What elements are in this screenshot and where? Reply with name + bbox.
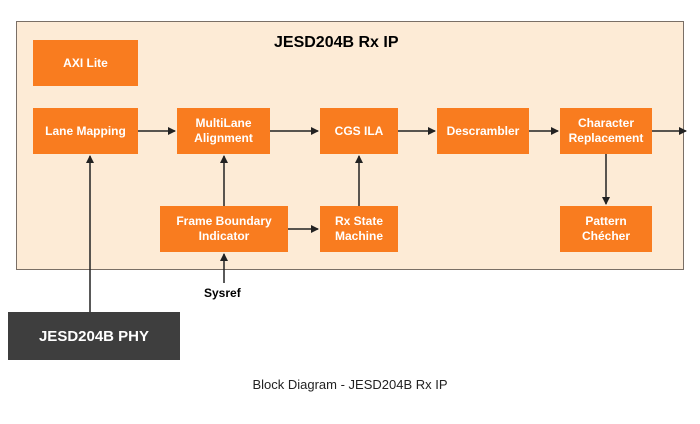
block-cgs-ila-label: CGS ILA xyxy=(334,123,384,138)
block-pattern-checher-line2: Chécher xyxy=(581,229,631,243)
block-pattern-checher: Pattern Chécher xyxy=(560,206,652,252)
block-rx-state-machine-line2: Machine xyxy=(334,229,383,243)
block-axi-lite: AXI Lite xyxy=(33,40,138,86)
block-multilane-alignment: MultiLane Alignment xyxy=(177,108,270,154)
block-cgs-ila: CGS ILA xyxy=(320,108,398,154)
block-rx-state-machine-line1: Rx State xyxy=(334,214,384,228)
block-frame-boundary-line1: Frame Boundary xyxy=(176,214,272,228)
block-multilane-alignment-line2: Alignment xyxy=(194,131,253,145)
block-lane-mapping: Lane Mapping xyxy=(33,108,138,154)
block-jesd204b-phy-label: JESD204B PHY xyxy=(38,327,150,345)
block-descrambler: Descrambler xyxy=(437,108,529,154)
diagram-title: JESD204B Rx IP xyxy=(274,34,399,51)
block-descrambler-label: Descrambler xyxy=(446,123,520,138)
block-jesd204b-phy: JESD204B PHY xyxy=(8,312,180,360)
block-character-replacement-line1: Character xyxy=(577,116,635,130)
diagram-caption: Block Diagram - JESD204B Rx IP xyxy=(252,377,448,392)
block-multilane-alignment-line1: MultiLane xyxy=(195,116,252,130)
block-character-replacement: Character Replacement xyxy=(560,108,652,154)
block-pattern-checher-line1: Pattern xyxy=(585,214,627,228)
sysref-label: Sysref xyxy=(204,286,241,300)
block-character-replacement-line2: Replacement xyxy=(568,131,644,145)
block-axi-lite-label: AXI Lite xyxy=(63,55,108,70)
block-lane-mapping-label: Lane Mapping xyxy=(45,123,126,138)
block-frame-boundary-line2: Indicator xyxy=(198,229,250,243)
block-rx-state-machine: Rx State Machine xyxy=(320,206,398,252)
block-frame-boundary-indicator: Frame Boundary Indicator xyxy=(160,206,288,252)
